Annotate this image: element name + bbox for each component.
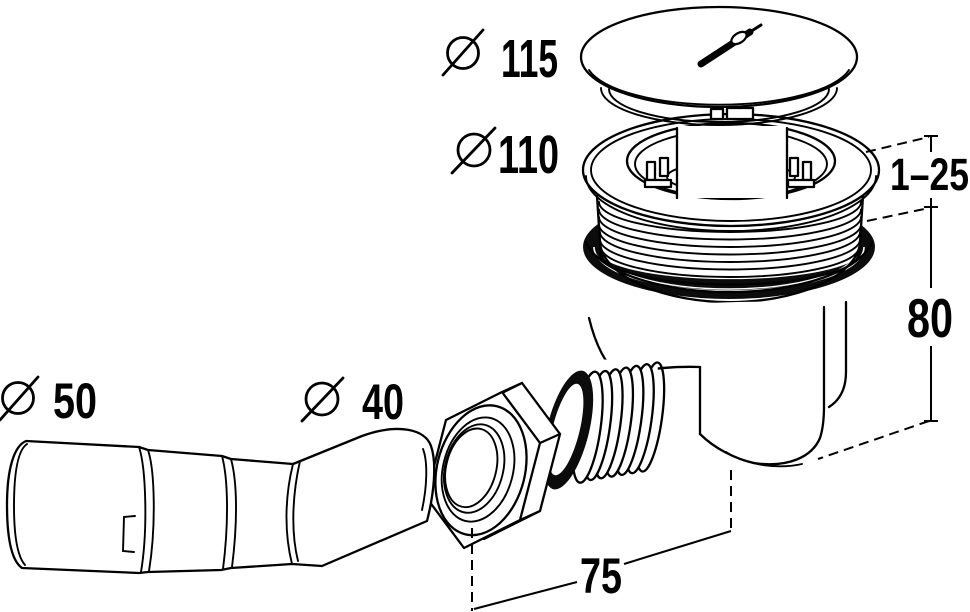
trap-body (587, 300, 848, 468)
dim-inlet-diameter: 50 (53, 373, 97, 429)
dim-elbow-diameter: 40 (362, 374, 404, 430)
flange-skirt (584, 240, 874, 304)
dim-mounting-range: 1–25 (890, 149, 969, 200)
compression-nut (424, 381, 562, 550)
diameter-symbol-icon (0, 375, 40, 422)
dim-line-outlet-offset (471, 470, 732, 611)
cap-lever-icon (697, 23, 763, 68)
center-pipe (643, 126, 816, 200)
dim-body-height: 80 (907, 287, 953, 349)
diameter-symbol-icon (441, 28, 485, 77)
left-clip (643, 156, 673, 189)
right-clip (786, 156, 816, 189)
outlet-thread (571, 358, 666, 484)
dim-line-vertical (817, 135, 938, 460)
diameter-symbol-icon (300, 376, 345, 423)
dim-flange-diameter: 110 (498, 125, 559, 185)
diameter-symbol-icon (450, 126, 497, 175)
reducer-elbow-pipe (5, 427, 436, 575)
dim-outlet-offset: 75 (580, 548, 622, 604)
dim-cap-diameter: 115 (501, 29, 558, 89)
dimension-annotations: 115 110 1–25 80 50 40 75 (0, 28, 969, 611)
o-ring (542, 370, 594, 490)
pipe-clip-tab (122, 515, 136, 553)
dome-cap (579, 5, 859, 126)
